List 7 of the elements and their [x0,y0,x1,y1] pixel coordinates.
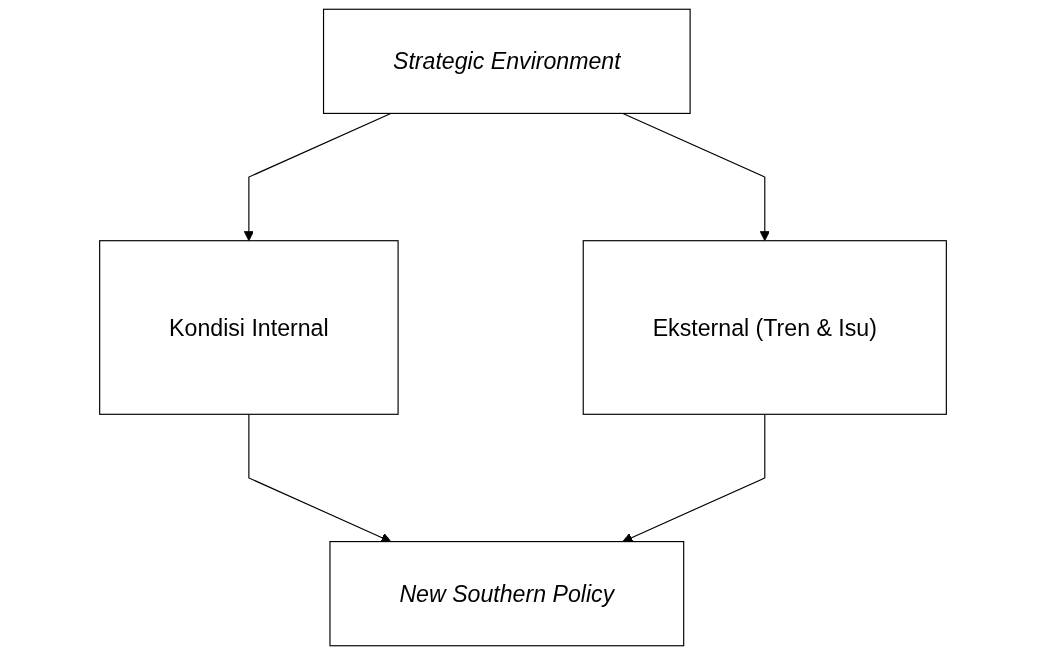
arrow [248,413,392,543]
node-box: Eksternal (Tren & Isu) [582,240,947,415]
node-box: Strategic Environment [322,8,691,114]
arrow [622,112,770,242]
node-box: Kondisi Internal [99,240,399,415]
arrow [622,413,766,543]
arrow [243,112,392,242]
